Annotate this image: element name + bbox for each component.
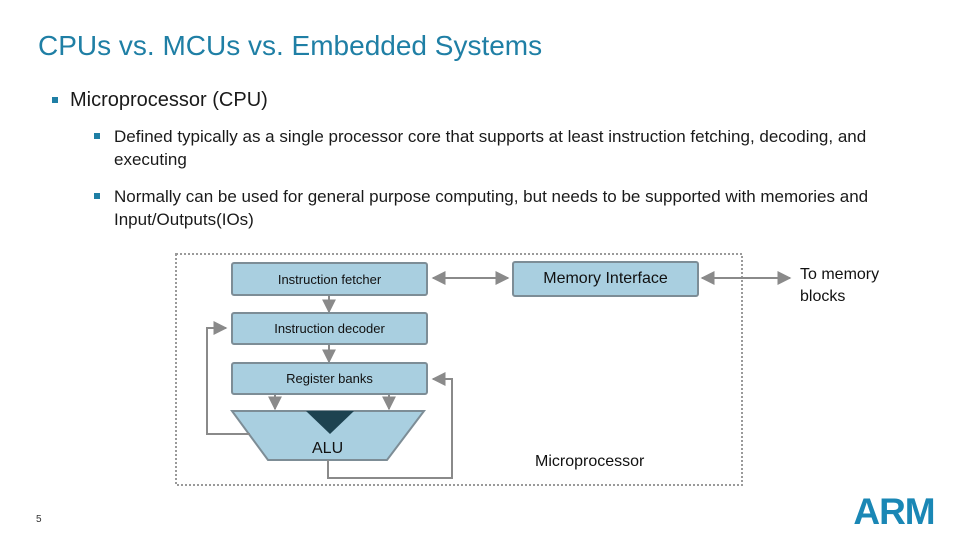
instruction-fetcher-box: Instruction fetcher [231,262,428,296]
alu-notch [306,411,354,434]
arrow-alu-to-decoder [206,321,250,435]
bullet-text: Microprocessor (CPU) [70,89,268,111]
square-bullet-icon [94,133,100,139]
bullet-text: Normally can be used for general purpose… [114,187,869,229]
external-label-line-1: To memory [800,266,880,283]
sub-bullet-definition: Defined typically as a single processor … [94,125,894,171]
instruction-decoder-box: Instruction decoder [231,312,428,345]
arm-logo: ARM [853,493,935,527]
logo-text: ARM [853,493,934,527]
bullet-text: Defined typically as a single processor … [114,127,867,169]
square-bullet-icon [94,193,100,199]
square-bullet-icon [52,97,58,103]
microprocessor-label: Microprocessor [535,453,645,470]
bullet-microprocessor: Microprocessor (CPU) [52,89,268,112]
memory-interface-box: Memory Interface [512,261,699,297]
external-label-line-2: blocks [800,288,846,305]
microprocessor-boundary [175,253,743,486]
external-memory-label: To memory blocks [800,264,879,308]
alu-label: ALU [312,440,344,457]
page-number: 5 [36,514,42,525]
slide-title: CPUs vs. MCUs vs. Embedded Systems [38,30,543,61]
alu-shape [230,410,427,461]
register-banks-box: Register banks [231,362,428,395]
arrow-alu-to-registers [327,372,453,479]
sub-bullet-usage: Normally can be used for general purpose… [94,185,894,231]
